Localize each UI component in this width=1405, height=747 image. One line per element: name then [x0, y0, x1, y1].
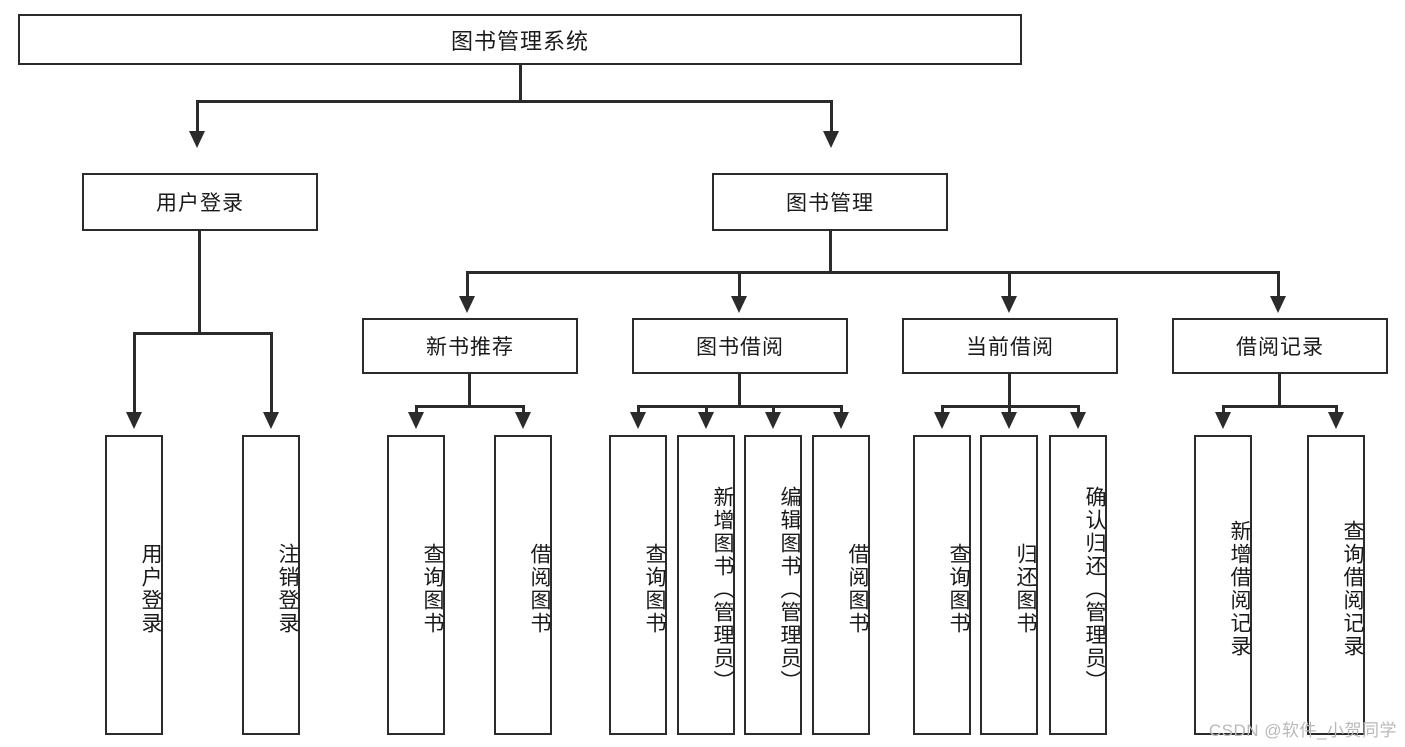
edge-borrow-drop-2 [705, 405, 708, 415]
node-label: 图书管理系统 [450, 28, 589, 54]
node-label: 当前借阅 [966, 336, 1054, 359]
arrow-to-leaf-query-book-1 [408, 412, 424, 429]
node-book-management[interactable]: 图书管理 [712, 173, 948, 231]
edge-user-login-bus [133, 332, 273, 335]
node-label: 编辑图书（管理员） [778, 485, 801, 693]
edge-record-drop-2 [1335, 405, 1338, 415]
node-label: 查询借阅记录 [1341, 520, 1364, 658]
arrow-to-leaf-logout-login [263, 412, 279, 429]
node-leaf-return-book[interactable]: 归还图书 [980, 435, 1038, 735]
watermark-text: CSDN @软件_小贺同学 [1208, 721, 1397, 740]
edge-current-stem [1008, 374, 1011, 407]
edge-level3-drop-1 [466, 271, 469, 298]
node-label: 图书借阅 [696, 336, 784, 359]
node-label: 新增借阅记录 [1228, 520, 1251, 658]
edge-recommend-drop-2 [522, 405, 525, 415]
arrow-to-leaf-add-book [698, 412, 714, 429]
edge-record-stem [1278, 374, 1281, 407]
node-leaf-borrow-book-2[interactable]: 借阅图书 [812, 435, 870, 735]
node-leaf-query-record[interactable]: 查询借阅记录 [1307, 435, 1365, 735]
node-leaf-logout-login[interactable]: 注销登录 [242, 435, 300, 735]
node-label: 借阅图书 [528, 543, 551, 635]
edge-root-stem [519, 65, 522, 102]
edge-user-login-drop-1 [133, 332, 136, 414]
edge-borrow-drop-4 [840, 405, 843, 415]
edge-record-bus [1222, 405, 1338, 408]
edge-borrow-stem [738, 374, 741, 407]
edge-current-drop-1 [941, 405, 944, 415]
node-user-login[interactable]: 用户登录 [82, 173, 318, 231]
node-borrow-record[interactable]: 借阅记录 [1172, 318, 1388, 374]
edge-record-drop-1 [1222, 405, 1225, 415]
edge-level3-drop-4 [1277, 271, 1280, 298]
node-label: 新书推荐 [426, 336, 514, 359]
edge-borrow-drop-3 [772, 405, 775, 415]
arrow-to-leaf-borrow-book-2 [833, 412, 849, 429]
edge-user-login-drop-2 [270, 332, 273, 414]
node-leaf-query-book-3[interactable]: 查询图书 [913, 435, 971, 735]
edge-level3-drop-3 [1008, 271, 1011, 298]
arrow-to-leaf-confirm-return [1070, 412, 1086, 429]
edge-recommend-stem [468, 374, 471, 407]
node-leaf-add-book[interactable]: 新增图书（管理员） [677, 435, 735, 735]
edge-level3-drop-2 [738, 271, 741, 298]
edge-level3-bus [466, 271, 1280, 274]
node-new-book-recommend[interactable]: 新书推荐 [362, 318, 578, 374]
node-label: 注销登录 [276, 543, 299, 635]
node-label: 新增图书（管理员） [711, 485, 734, 693]
edge-level2-drop-book [830, 100, 833, 133]
edge-book-management-stem [829, 231, 832, 273]
edge-recommend-drop-1 [415, 405, 418, 415]
edge-borrow-bus [637, 405, 843, 408]
arrow-to-new-book-recommend [459, 296, 475, 313]
node-leaf-query-book-2[interactable]: 查询图书 [609, 435, 667, 735]
node-label: 归还图书 [1014, 543, 1037, 635]
arrow-to-book-borrow [731, 296, 747, 313]
node-leaf-user-login[interactable]: 用户登录 [105, 435, 163, 735]
edge-level2-drop-user [196, 100, 199, 133]
arrow-to-current-borrow [1001, 296, 1017, 313]
arrow-to-leaf-return-book [1001, 412, 1017, 429]
arrow-to-leaf-query-book-3 [934, 412, 950, 429]
arrow-to-book-management [823, 131, 839, 148]
node-label: 查询图书 [947, 543, 970, 635]
node-book-borrow[interactable]: 图书借阅 [632, 318, 848, 374]
node-leaf-confirm-return[interactable]: 确认归还（管理员） [1049, 435, 1107, 735]
arrow-to-leaf-query-record [1328, 412, 1344, 429]
arrow-to-leaf-borrow-book-1 [515, 412, 531, 429]
node-leaf-query-book-1[interactable]: 查询图书 [387, 435, 445, 735]
edge-level2-bus [196, 100, 833, 103]
edge-current-drop-3 [1077, 405, 1080, 415]
arrow-to-borrow-record [1270, 296, 1286, 313]
arrow-to-leaf-user-login [126, 412, 142, 429]
node-label: 用户登录 [139, 543, 162, 635]
node-leaf-edit-book[interactable]: 编辑图书（管理员） [744, 435, 802, 735]
node-label: 确认归还（管理员） [1083, 485, 1106, 693]
node-leaf-borrow-book-1[interactable]: 借阅图书 [494, 435, 552, 735]
node-current-borrow[interactable]: 当前借阅 [902, 318, 1118, 374]
node-label: 借阅记录 [1236, 336, 1324, 359]
arrow-to-leaf-query-book-2 [630, 412, 646, 429]
node-label: 查询图书 [421, 543, 444, 635]
arrow-to-user-login [189, 131, 205, 148]
edge-user-login-stem [198, 231, 201, 334]
edge-borrow-drop-1 [637, 405, 640, 415]
node-root-system[interactable]: 图书管理系统 [18, 14, 1022, 65]
arrow-to-leaf-add-record [1215, 412, 1231, 429]
edge-recommend-bus [415, 405, 525, 408]
arrow-to-leaf-edit-book [765, 412, 781, 429]
node-label: 查询图书 [643, 543, 666, 635]
node-label: 用户登录 [156, 192, 244, 215]
node-label: 图书管理 [786, 192, 874, 215]
node-label: 借阅图书 [846, 543, 869, 635]
node-leaf-add-record[interactable]: 新增借阅记录 [1194, 435, 1252, 735]
edge-current-drop-2 [1008, 405, 1011, 415]
